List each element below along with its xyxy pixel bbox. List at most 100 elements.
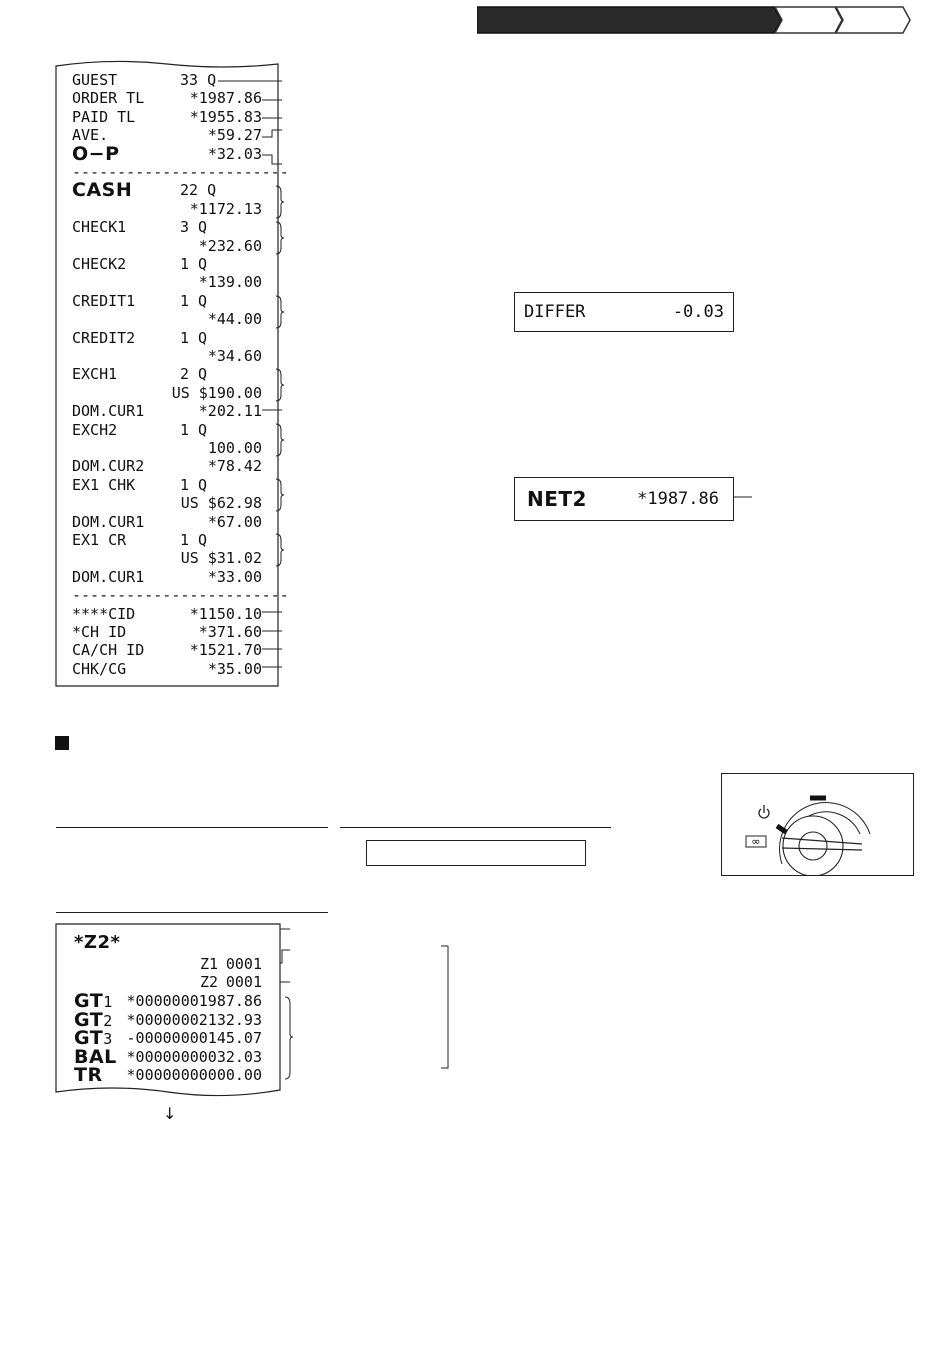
receipt-line: DOM.CUR2 *78.42 xyxy=(72,457,262,475)
z2-total-label-index: 3 xyxy=(103,1030,113,1049)
receipt-line-amount: *78.42 xyxy=(207,457,262,476)
receipt-line-amount: *33.00 xyxy=(207,567,262,586)
paper-feed-arrow: ↓ xyxy=(163,1104,177,1123)
receipt-line-amount: US $190.00 xyxy=(171,383,262,402)
receipt-line-count: 2 Q xyxy=(180,365,208,384)
z2-total-label: BAL xyxy=(74,1045,117,1068)
display-net2-label: NET2 xyxy=(527,487,587,511)
receipt-line-label: O−P xyxy=(72,142,120,165)
display-differ-label: DIFFER xyxy=(524,302,586,322)
receipt-line-amount: *1172.13 xyxy=(189,199,262,218)
receipt-line-amount: *35.00 xyxy=(207,659,262,678)
receipt-line-amount: *202.11 xyxy=(198,402,262,421)
z2-total-label-main: GT xyxy=(74,1027,104,1050)
column-rule-left xyxy=(56,827,328,828)
receipt-line: CHECK2 1 Q xyxy=(72,255,262,273)
receipt-line: ****CID*1150.10 xyxy=(72,605,262,623)
receipt-line-label: CASH xyxy=(72,179,133,202)
receipt-line: CREDIT2 1 Q xyxy=(72,329,262,347)
receipt-line-amount: *1521.70 xyxy=(189,641,262,660)
receipt-line: *1172.13 xyxy=(72,200,262,218)
receipt-line-amount: *44.00 xyxy=(207,310,262,329)
receipt-line: *139.00 xyxy=(72,273,262,291)
z2-title-line: *Z2* xyxy=(74,934,264,952)
receipt-line: DOM.CUR1*33.00 xyxy=(72,568,262,586)
receipt-line: CREDIT1 1 Q xyxy=(72,292,262,310)
receipt-line: EX1 CR 1 Q xyxy=(72,531,262,549)
z2-total-row: GT3-00000000145.07 xyxy=(74,1027,262,1050)
receipt-line-count: 3 Q xyxy=(180,218,208,237)
receipt-line: US $31.02 xyxy=(72,549,262,567)
header-tab-2 xyxy=(773,6,843,34)
display-net2: NET2 *1987.86 xyxy=(514,477,734,521)
power-icon xyxy=(758,805,770,819)
receipt-line-label: EX1 CR xyxy=(72,531,127,549)
receipt-line-label: CHECK2 xyxy=(72,255,127,273)
z2-total-value: *00000000000.00 xyxy=(126,1066,262,1085)
mode-switch-panel: ∞ xyxy=(721,773,914,877)
receipt-line-amount: *1150.10 xyxy=(189,604,262,623)
receipt-line: AVE.*59.27 xyxy=(72,126,262,144)
receipt-line-amount: *232.60 xyxy=(198,236,262,255)
receipt-line-label: PAID TL xyxy=(72,107,136,126)
receipt-line-amount: *67.00 xyxy=(207,512,262,531)
z2-total-row: TR*00000000000.00 xyxy=(74,1066,262,1085)
receipt-line-label: DOM.CUR1 xyxy=(72,512,145,531)
receipt-line: US $190.00 xyxy=(72,384,262,402)
receipt-line: ------------------------ xyxy=(72,163,289,181)
receipt-line-label: DOM.CUR1 xyxy=(72,402,145,421)
display-net2-value: *1987.86 xyxy=(637,489,719,509)
receipt-line-count: 22 Q xyxy=(180,181,217,200)
receipt-line-label: CA/CH ID xyxy=(72,641,145,660)
z2-counter-value: 0001 xyxy=(225,973,262,991)
receipt-line-count: 1 Q xyxy=(180,531,208,549)
receipt-line: US $62.98 xyxy=(72,494,262,512)
column-rule-middle xyxy=(340,827,611,828)
receipt-line-count: 1 Q xyxy=(180,328,208,347)
receipt-line-label: AVE. xyxy=(72,126,109,145)
z2-total-value: *00000000032.03 xyxy=(126,1047,262,1066)
receipt-line-label: DOM.CUR2 xyxy=(72,457,145,476)
z2-total-label-index: 1 xyxy=(103,993,113,1011)
z2-total-label: GT1 xyxy=(74,990,113,1012)
z2-total-value: *00000002132.93 xyxy=(126,1010,262,1029)
z2-total-value: *00000001987.86 xyxy=(126,992,262,1010)
receipt-line-label: CHECK1 xyxy=(72,218,127,237)
z2-total-label-main: BAL xyxy=(74,1045,117,1068)
receipt-line-label: *CH ID xyxy=(72,623,127,641)
z2-total-row: BAL *00000000032.03 xyxy=(74,1045,262,1068)
receipt-line-label: CHK/CG xyxy=(72,659,127,678)
receipt-line-amount: *34.60 xyxy=(207,347,262,365)
receipt-line-label: GUEST xyxy=(72,71,118,89)
z2-total-label-main: GT xyxy=(74,990,104,1012)
receipt-line-label: EXCH2 xyxy=(72,420,118,439)
receipt-line: ORDER TL*1987.86 xyxy=(72,89,262,107)
receipt-line-amount: *1987.86 xyxy=(189,89,262,108)
header-tab-active xyxy=(477,6,782,34)
receipt-line: CHK/CG *35.00 xyxy=(72,660,262,678)
receipt-line-amount: US $62.98 xyxy=(180,494,262,513)
z2-counter-label: Z1 xyxy=(199,955,218,973)
receipt-z2-paper xyxy=(55,923,281,1097)
receipt-line: EXCH1 2 Q xyxy=(72,365,262,383)
infinity-icon: ∞ xyxy=(745,835,767,848)
receipt-line-label: EX1 CHK xyxy=(72,475,136,494)
receipt-line-label: CREDIT2 xyxy=(72,328,136,347)
receipt-line-amount: US $31.02 xyxy=(180,549,262,568)
receipt-line: *44.00 xyxy=(72,310,262,328)
receipt-line: *CH ID*371.60 xyxy=(72,623,262,641)
svg-text:∞: ∞ xyxy=(751,835,760,848)
receipt-line-label: EXCH1 xyxy=(72,365,118,384)
receipt-line-count: 1 Q xyxy=(180,291,208,310)
receipt-line-count: 1 Q xyxy=(180,255,208,273)
receipt-line-label: CREDIT1 xyxy=(72,291,136,310)
receipt-top-paper xyxy=(55,60,279,687)
z2-total-label: GT2 xyxy=(74,1010,112,1030)
z2-title: *Z2* xyxy=(74,932,121,953)
z2-total-label: GT3 xyxy=(74,1027,113,1050)
header-tab-3 xyxy=(834,6,911,34)
